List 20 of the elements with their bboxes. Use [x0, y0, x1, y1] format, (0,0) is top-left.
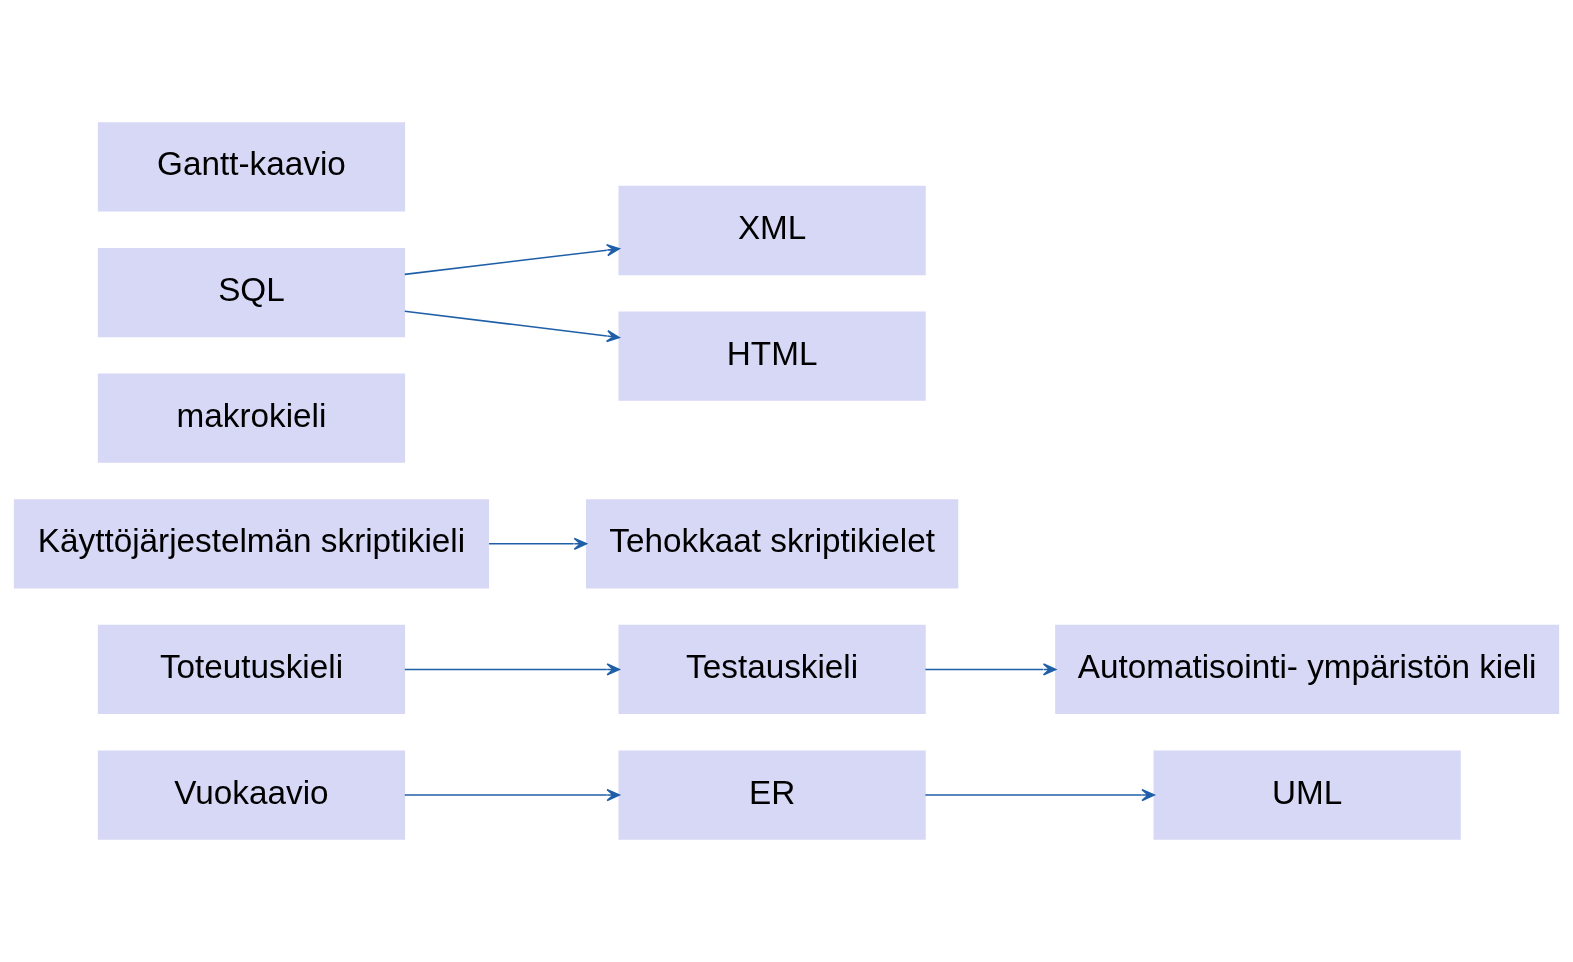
arrow — [404, 788, 620, 802]
arrow — [404, 663, 620, 676]
arrow — [404, 310, 620, 343]
node-box: makrokieli — [97, 373, 406, 463]
node-box: Vuokaavio — [97, 750, 406, 840]
arrow — [404, 243, 620, 276]
arrow — [488, 537, 588, 550]
node-box: XML — [618, 185, 926, 276]
node-box: Toteutuskieli — [97, 624, 406, 715]
node-box: Automatisointi- ympäristön kieli — [1055, 624, 1560, 715]
node-box: SQL — [97, 247, 406, 338]
node-box: ER — [618, 750, 926, 840]
node-box: Tehokkaat skriptikielet — [585, 499, 959, 589]
node-box: HTML — [618, 311, 926, 401]
node-box: Gantt-kaavio — [97, 122, 406, 212]
arrow — [924, 663, 1057, 676]
node-box: Käyttöjärjestelmän skriptikieli — [13, 499, 490, 589]
node-box: UML — [1153, 750, 1461, 840]
arrow — [924, 788, 1155, 802]
node-box: Testauskieli — [618, 624, 926, 715]
